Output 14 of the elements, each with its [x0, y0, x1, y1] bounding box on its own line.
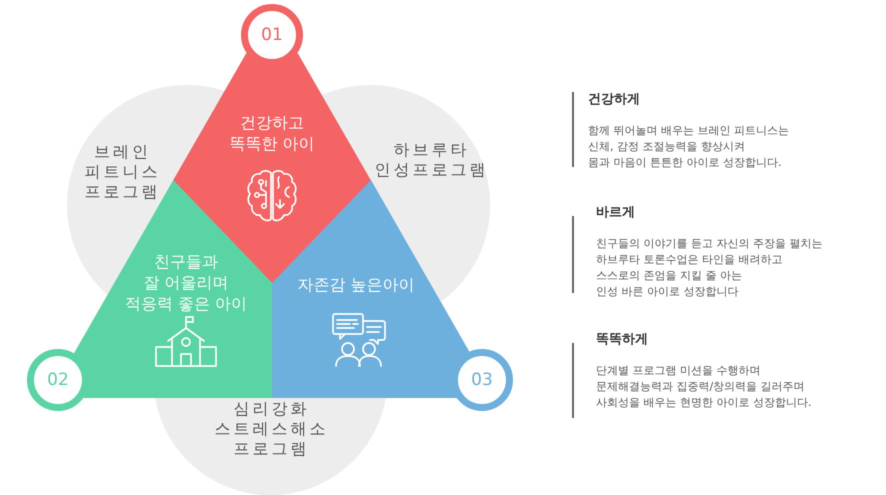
program-label: 하브루타 인성프로그램: [373, 140, 488, 180]
triangle-section: [272, 180, 470, 398]
section-title: 건강하고 똑똑한 아이: [229, 112, 315, 154]
section-title: 자존감 높은아이: [297, 274, 415, 295]
section-text: 함께 뛰어놀며 배우는 브레인 피트니스는 신체, 감정 조절능력을 향상시켜 몸과 마음이 튼튼한 아이로 성장합니다.: [588, 123, 789, 171]
triangle-section: [74, 180, 272, 398]
section-heading: 건강하게: [588, 91, 640, 109]
section-text: 친구들의 이야기를 듣고 자신의 주장을 펼치는 하브루타 토론수업은 타인을 배려하고 스스로의 존엄을 지킬 줄 아는 인성 바른 아이로 성장합니다: [596, 236, 822, 300]
program-label: 브레인 피트니스 프로그램: [83, 142, 160, 202]
section-heading: 똑똑하게: [596, 331, 648, 349]
program-label: 심리강화 스트레스해소 프로그램: [213, 398, 328, 459]
section-text: 단계별 프로그램 미션을 수행하며 문제해결능력과 집중력/창의력을 길러주며 사회성을 배우는 현명한 아이로 성장합니다.: [596, 363, 812, 411]
section-heading: 바르게: [596, 204, 635, 222]
section-title: 친구들과 잘 어울리며 적응력 좋은 아이: [124, 251, 248, 314]
